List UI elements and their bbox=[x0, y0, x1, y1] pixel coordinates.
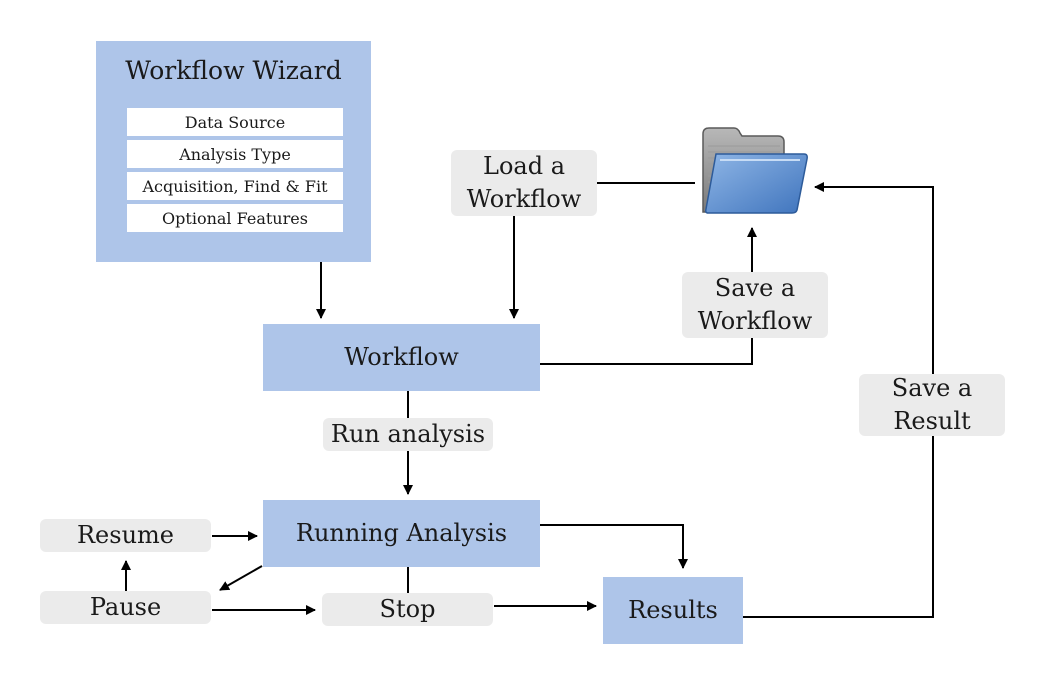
node-running-label: Running Analysis bbox=[295, 519, 508, 547]
wizard-step-data-source[interactable]: Data Source bbox=[127, 108, 343, 136]
node-workflow: Workflow bbox=[263, 324, 540, 391]
stop-text: Stop bbox=[379, 595, 436, 623]
edge-results-to-save bbox=[743, 436, 934, 618]
stop-label: Stop bbox=[322, 593, 493, 626]
resume-text: Resume bbox=[76, 521, 174, 549]
save-result-line1: Save a bbox=[891, 374, 973, 402]
load-workflow-line1: Load a bbox=[483, 152, 565, 180]
wizard-step-optional-features[interactable]: Optional Features bbox=[127, 204, 343, 232]
node-results-label: Results bbox=[628, 596, 718, 624]
save-workflow-label: Save a Workflow bbox=[682, 272, 828, 338]
edge-save-to-folder-result bbox=[814, 182, 934, 374]
save-result-label: Save a Result bbox=[859, 374, 1005, 436]
edge-running-to-results bbox=[540, 524, 688, 569]
wizard-step-analysis-type[interactable]: Analysis Type bbox=[127, 140, 343, 168]
wizard-step-acquisition[interactable]: Acquisition, Find & Fit bbox=[127, 172, 343, 200]
run-analysis-text: Run analysis bbox=[330, 420, 486, 448]
load-workflow-label: Load a Workflow bbox=[451, 150, 597, 216]
node-workflow-label: Workflow bbox=[344, 343, 459, 371]
wizard-title: Workflow Wizard bbox=[125, 56, 342, 85]
run-analysis-label: Run analysis bbox=[323, 418, 493, 451]
folder-icon bbox=[702, 127, 808, 214]
save-result-line2: Result bbox=[893, 407, 971, 435]
resume-label: Resume bbox=[40, 519, 211, 552]
edge-running-to-pause bbox=[219, 565, 263, 591]
node-running-analysis: Running Analysis bbox=[263, 500, 540, 567]
save-workflow-line1: Save a bbox=[714, 274, 796, 302]
edge-workflow-to-save bbox=[540, 338, 753, 365]
node-results: Results bbox=[603, 577, 743, 644]
pause-text: Pause bbox=[89, 593, 162, 621]
pause-label: Pause bbox=[40, 591, 211, 624]
save-workflow-line2: Workflow bbox=[697, 307, 813, 335]
load-workflow-line2: Workflow bbox=[466, 185, 582, 213]
